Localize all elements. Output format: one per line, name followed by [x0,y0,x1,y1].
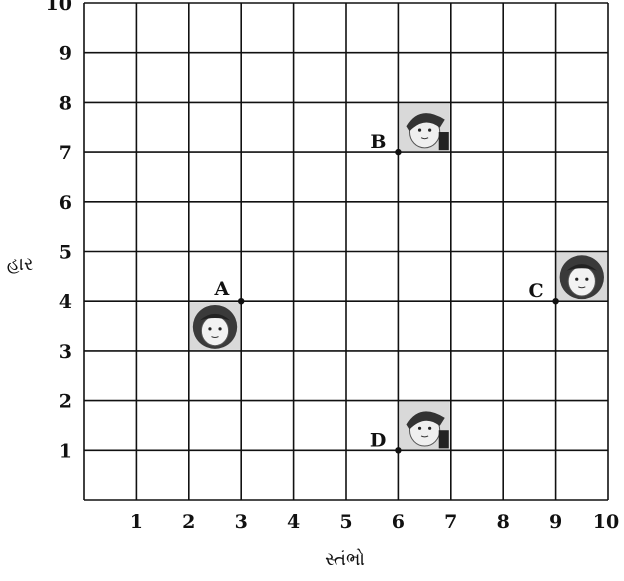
point-c-label: C [528,280,543,302]
boy-face-picture [399,402,449,450]
x-tick-label: 5 [339,511,352,533]
girl-face-picture [190,302,240,350]
point-b-dot [395,149,401,155]
x-tick-label: 10 [593,511,619,533]
y-tick-label: 10 [46,0,72,15]
y-tick-label: 5 [59,242,72,264]
x-tick-label: 4 [287,511,300,533]
y-tick-label: 2 [59,391,72,413]
y-tick-label: 3 [59,341,72,363]
grid-lines [84,3,608,500]
y-tick-label: 6 [59,192,72,214]
plotted-points: A B C D [213,131,558,453]
girl-face-picture [557,253,607,301]
point-a-dot [238,298,244,304]
y-axis-ticks: 1 2 3 4 5 6 7 8 9 10 [46,0,72,462]
point-d-label: D [370,429,386,451]
x-tick-label: 7 [444,511,457,533]
x-tick-label: 1 [130,511,143,533]
x-tick-label: 6 [392,511,405,533]
boy-face-picture [399,103,449,151]
point-a-label: A [213,278,229,300]
x-tick-label: 9 [549,511,562,533]
y-tick-label: 9 [59,43,72,65]
x-tick-label: 8 [497,511,510,533]
y-tick-label: 7 [59,142,72,164]
point-b-label: B [370,131,386,153]
y-axis-label: હાર [7,254,34,275]
x-tick-label: 3 [235,511,248,533]
y-tick-label: 8 [59,92,72,114]
x-axis-label: સ્તંભો [325,549,365,570]
point-c-dot [552,298,558,304]
x-tick-label: 2 [182,511,195,533]
x-axis-ticks: 1 2 3 4 5 6 7 8 9 10 [130,511,619,533]
y-tick-label: 1 [59,440,72,462]
y-tick-label: 4 [59,291,72,313]
point-d-dot [395,447,401,453]
